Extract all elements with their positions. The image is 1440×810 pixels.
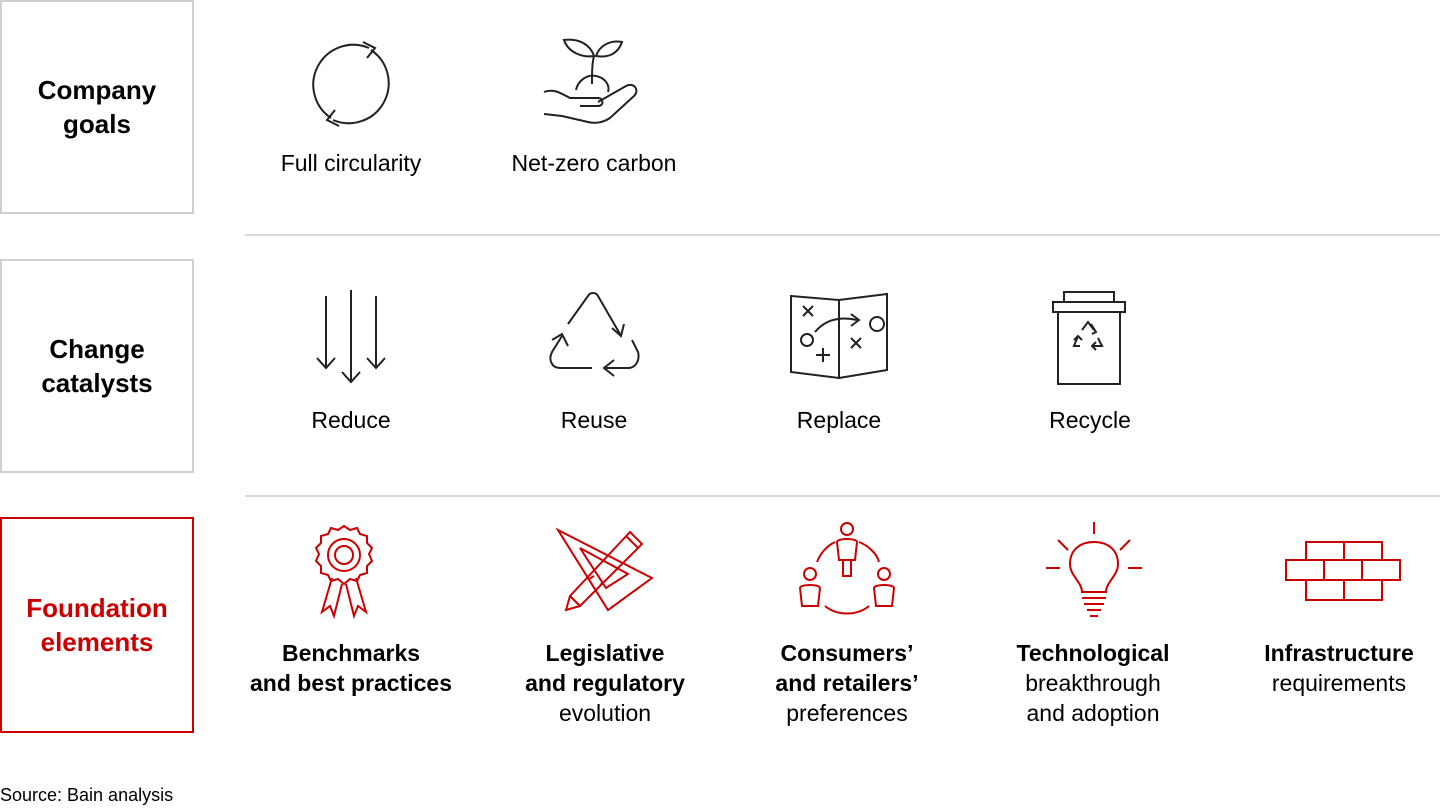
foundation-label-legislative-line2: and regulatory — [525, 670, 685, 696]
foundation-label-technological-line2: breakthrough — [1025, 670, 1161, 696]
catalyst-label-recycle: Recycle — [1049, 407, 1131, 433]
goal-label-net-zero-carbon: Net-zero carbon — [511, 150, 677, 176]
strategy-map-icon — [789, 292, 891, 380]
circular-arrows-icon — [305, 38, 397, 130]
foundation-elements-box: Foundation elements — [0, 517, 194, 733]
goal-label-full-circularity: Full circularity — [280, 150, 422, 176]
foundation-elements-title-line1: Foundation — [26, 593, 168, 623]
foundation-label-consumers-line2: and retailers’ — [775, 670, 919, 696]
foundation-label-legislative: Legislative and regulatory evolution — [475, 638, 735, 728]
foundation-label-benchmarks: Benchmarks and best practices — [221, 638, 481, 698]
foundation-label-benchmarks-line1: Benchmarks — [281, 640, 421, 666]
row-separator-2 — [245, 495, 1440, 497]
recycle-bin-icon — [1052, 290, 1126, 386]
source-note: Source: Bain analysis — [0, 785, 174, 805]
people-cycle-icon — [797, 520, 897, 618]
recycle-triangle-icon — [546, 290, 642, 382]
foundation-label-technological-line1: Technological — [1016, 640, 1170, 666]
company-goals-box: Company goals — [0, 0, 194, 214]
change-catalysts-title-line1: Change — [49, 334, 145, 364]
foundation-label-infrastructure-line1: Infrastructure — [1264, 640, 1414, 666]
foundation-label-technological-line3: and adoption — [1026, 700, 1160, 726]
foundation-label-consumers: Consumers’ and retailers’ preferences — [717, 638, 977, 728]
foundation-label-consumers-line1: Consumers’ — [780, 640, 914, 666]
brick-wall-icon — [1284, 540, 1402, 602]
catalyst-label-reduce: Reduce — [311, 407, 391, 433]
company-goals-title-line1: Company — [37, 75, 157, 105]
foundation-label-technological: Technological breakthrough and adoption — [963, 638, 1223, 728]
hand-sprout-icon — [540, 36, 646, 126]
down-arrows-icon — [314, 290, 388, 384]
change-catalysts-box: Change catalysts — [0, 259, 194, 473]
foundation-label-legislative-line3: evolution — [558, 700, 652, 726]
row-separator-1 — [245, 234, 1440, 236]
company-goals-title-line2: goals — [63, 109, 131, 139]
catalyst-label-reuse: Reuse — [560, 407, 628, 433]
foundation-label-infrastructure: Infrastructure requirements — [1209, 638, 1440, 698]
pencil-ruler-icon — [555, 526, 656, 612]
change-catalysts-title-line2: catalysts — [41, 368, 153, 398]
foundation-elements-title-line2: elements — [40, 627, 154, 657]
lightbulb-icon — [1044, 520, 1144, 618]
catalyst-label-replace: Replace — [796, 407, 882, 433]
award-ribbon-icon — [312, 524, 376, 620]
foundation-label-benchmarks-line2: and best practices — [250, 670, 452, 696]
foundation-label-legislative-line1: Legislative — [545, 640, 665, 666]
foundation-label-infrastructure-line2: requirements — [1271, 670, 1407, 696]
foundation-label-consumers-line3: preferences — [786, 700, 908, 726]
